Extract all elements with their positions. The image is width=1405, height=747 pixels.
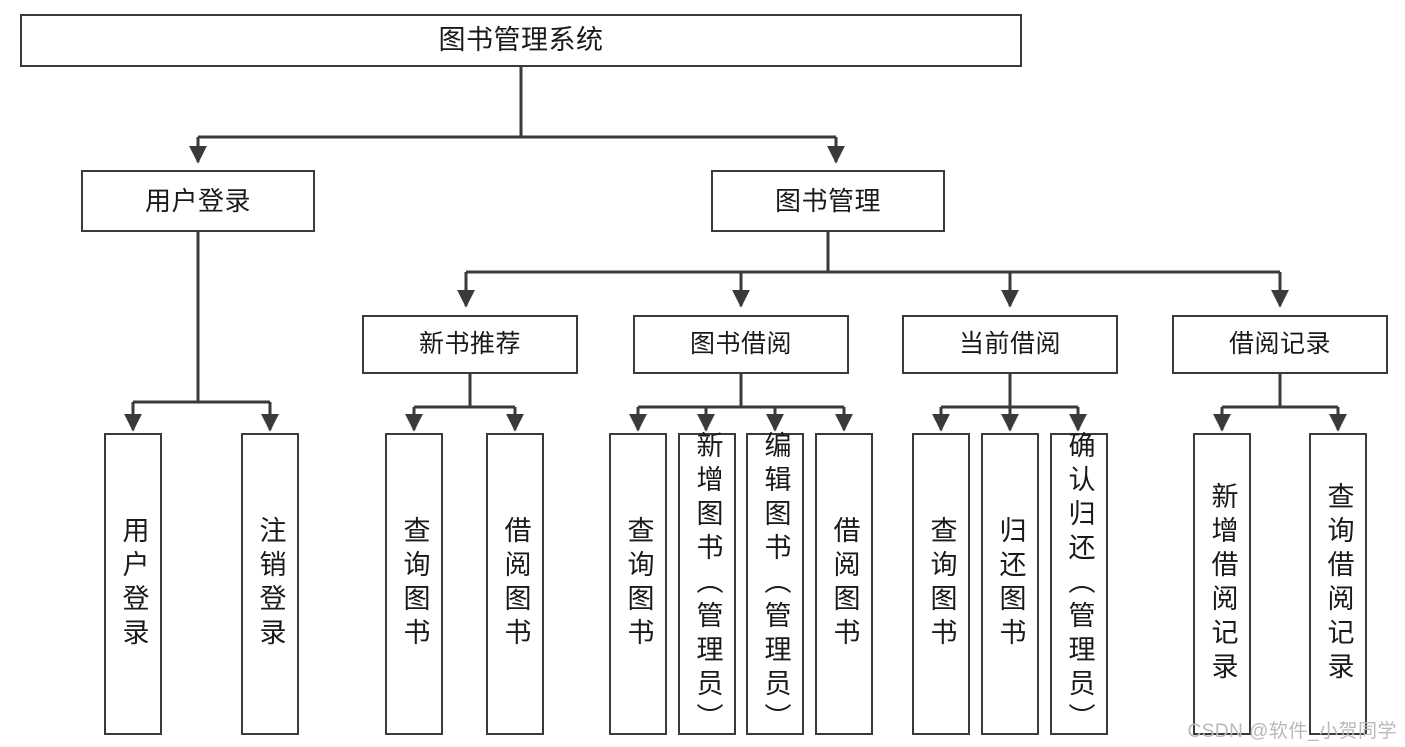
node-leaf-return-book[interactable]: 归还图书 <box>981 433 1039 735</box>
node-label: 查询图书 <box>399 516 430 652</box>
node-root-book-management-system[interactable]: 图书管理系统 <box>20 14 1022 67</box>
node-label: 注销登录 <box>255 516 286 652</box>
node-label: 图书管理 <box>774 185 881 216</box>
node-user-login[interactable]: 用户登录 <box>81 170 315 232</box>
node-label: 新书推荐 <box>418 329 521 358</box>
node-label: 查询图书 <box>623 516 654 652</box>
node-label: 编辑图书（管理员） <box>760 431 791 737</box>
node-label: 借阅记录 <box>1228 329 1331 358</box>
node-leaf-query-record[interactable]: 查询借阅记录 <box>1309 433 1367 735</box>
node-label: 归还图书 <box>995 516 1026 652</box>
node-label: 查询图书 <box>926 516 957 652</box>
node-label: 确认归还（管理员） <box>1064 431 1095 737</box>
node-new-book-recommend[interactable]: 新书推荐 <box>362 315 578 374</box>
node-label: 借阅图书 <box>829 516 860 652</box>
node-label: 图书借阅 <box>689 329 792 358</box>
node-leaf-query-book-2[interactable]: 查询图书 <box>609 433 667 735</box>
node-leaf-user-login[interactable]: 用户登录 <box>104 433 162 735</box>
node-leaf-query-book-3[interactable]: 查询图书 <box>912 433 970 735</box>
node-label: 当前借阅 <box>958 329 1061 358</box>
node-label: 图书管理系统 <box>438 24 604 55</box>
node-current-borrow[interactable]: 当前借阅 <box>902 315 1118 374</box>
node-label: 新增借阅记录 <box>1207 482 1238 686</box>
node-label: 新增图书（管理员） <box>692 431 723 737</box>
node-label: 借阅图书 <box>500 516 531 652</box>
node-leaf-query-book-1[interactable]: 查询图书 <box>385 433 443 735</box>
node-leaf-confirm-return[interactable]: 确认归还（管理员） <box>1050 431 1108 737</box>
node-leaf-user-logout[interactable]: 注销登录 <box>241 433 299 735</box>
node-leaf-add-book[interactable]: 新增图书（管理员） <box>678 431 736 737</box>
node-label: 用户登录 <box>144 185 251 216</box>
node-label: 查询借阅记录 <box>1323 482 1354 686</box>
node-leaf-borrow-book-1[interactable]: 借阅图书 <box>486 433 544 735</box>
node-label: 用户登录 <box>118 516 149 652</box>
node-book-manage[interactable]: 图书管理 <box>711 170 945 232</box>
node-book-borrow[interactable]: 图书借阅 <box>633 315 849 374</box>
node-borrow-record[interactable]: 借阅记录 <box>1172 315 1388 374</box>
node-leaf-edit-book[interactable]: 编辑图书（管理员） <box>746 431 804 737</box>
csdn-watermark: CSDN @软件_小贺同学 <box>1187 721 1397 742</box>
node-leaf-borrow-book-2[interactable]: 借阅图书 <box>815 433 873 735</box>
node-leaf-add-record[interactable]: 新增借阅记录 <box>1193 433 1251 735</box>
